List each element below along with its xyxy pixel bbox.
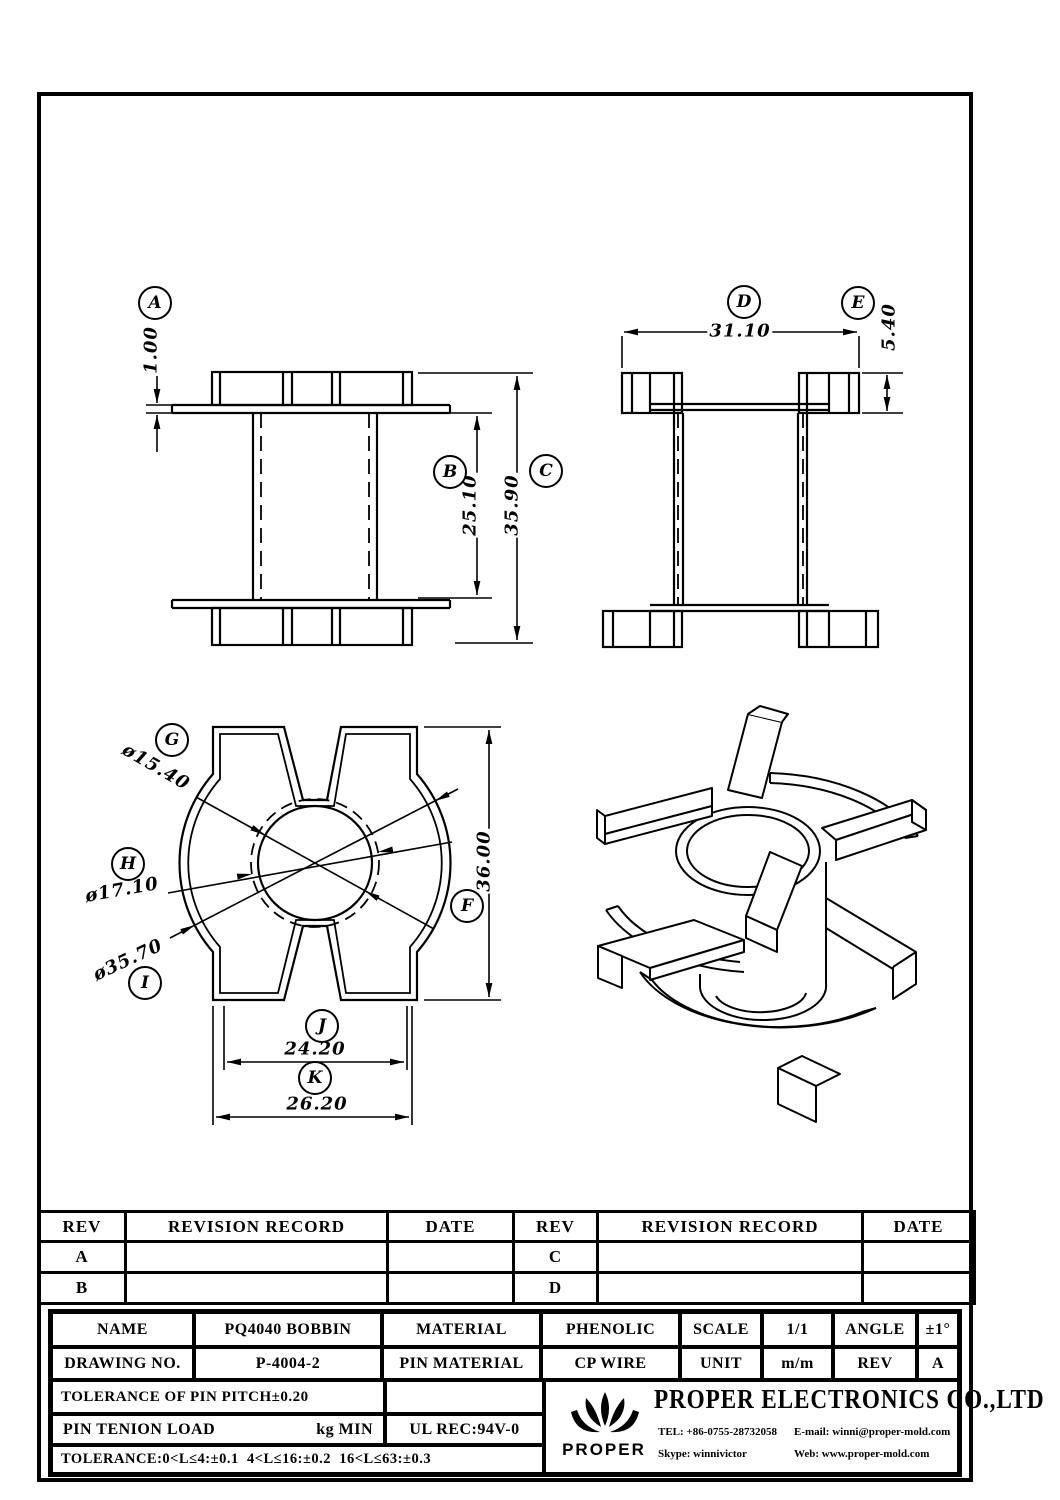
revision-record-header: REVISION RECORD bbox=[596, 1210, 864, 1243]
dim-text-31.10: 31.10 bbox=[707, 320, 773, 342]
pin-material-label: PIN MATERIAL bbox=[382, 1347, 541, 1380]
material-value: PHENOLIC bbox=[541, 1312, 680, 1347]
company-block: PROPER PROPER ELECTRONICS CO.,LTD TEL: +… bbox=[544, 1380, 1044, 1474]
rev-letter: A bbox=[37, 1240, 127, 1274]
ul-rec-value: UL REC:94V-0 bbox=[385, 1414, 544, 1445]
rev-letter: C bbox=[512, 1240, 599, 1274]
rev-header: REV bbox=[512, 1210, 599, 1243]
title-block: NAME PQ4040 BOBBIN MATERIAL PHENOLIC SCA… bbox=[48, 1309, 1044, 1477]
rev-value: A bbox=[917, 1347, 959, 1380]
revision-record-header: REVISION RECORD bbox=[124, 1210, 389, 1243]
date-header: DATE bbox=[861, 1210, 976, 1243]
dim-text-26.20: 26.20 bbox=[284, 1093, 350, 1115]
drawing-border-frame bbox=[37, 92, 973, 1482]
company-tel: TEL: +86-0755-28732058 bbox=[658, 1426, 778, 1438]
rev-letter: B bbox=[37, 1271, 127, 1305]
angle-value: ±1° bbox=[917, 1312, 959, 1347]
balloon-label-f: F bbox=[450, 889, 484, 923]
material-label: MATERIAL bbox=[382, 1312, 541, 1347]
revision-row-b-d: B D bbox=[37, 1271, 976, 1305]
balloon-label-k: K bbox=[298, 1061, 332, 1095]
revision-table: REV REVISION RECORD DATE REV REVISION RE… bbox=[37, 1210, 976, 1305]
balloon-label-i: I bbox=[128, 966, 162, 1000]
balloon-label-c: C bbox=[529, 454, 563, 488]
balloon-label-d: D bbox=[727, 285, 761, 319]
name-label: NAME bbox=[51, 1312, 194, 1347]
date-cell bbox=[861, 1240, 976, 1274]
unit-value: m/m bbox=[762, 1347, 833, 1380]
rev-header: REV bbox=[37, 1210, 127, 1243]
balloon-label-e: E bbox=[841, 286, 875, 320]
company-name: PROPER ELECTRONICS CO.,LTD bbox=[654, 1384, 1045, 1414]
balloon-label-a: A bbox=[138, 286, 172, 320]
balloon-label-j: J bbox=[305, 1009, 339, 1043]
date-header: DATE bbox=[386, 1210, 515, 1243]
scale-label: SCALE bbox=[680, 1312, 762, 1347]
rev-letter: D bbox=[512, 1271, 599, 1305]
projection-symbol-cell bbox=[385, 1380, 544, 1414]
revision-record-cell bbox=[124, 1240, 389, 1274]
proper-lotus-logo-icon bbox=[571, 1392, 639, 1433]
dim-text-1.00: 1.00 bbox=[140, 324, 162, 376]
company-web: Web: www.proper-mold.com bbox=[794, 1448, 930, 1460]
date-cell bbox=[861, 1271, 976, 1305]
pin-tension-label: PIN TENION LOAD bbox=[63, 1420, 216, 1438]
dim-text-35.90: 35.90 bbox=[501, 472, 523, 538]
drawing-no-value: P-4004-2 bbox=[194, 1347, 382, 1380]
part-name-value: PQ4040 BOBBIN bbox=[194, 1312, 382, 1347]
balloon-label-g: G bbox=[155, 723, 189, 757]
balloon-label-h: H bbox=[111, 847, 145, 881]
rev-label: REV bbox=[833, 1347, 917, 1380]
pin-pitch-tolerance: TOLERANCE OF PIN PITCH±0.20 bbox=[51, 1380, 385, 1414]
company-email: E-mail: winni@proper-mold.com bbox=[794, 1426, 951, 1438]
dim-text-5.40: 5.40 bbox=[878, 301, 900, 353]
revision-record-cell bbox=[596, 1240, 864, 1274]
dim-text-24.20: 24.20 bbox=[282, 1038, 348, 1060]
pin-material-value: CP WIRE bbox=[541, 1347, 680, 1380]
revision-table-header-row: REV REVISION RECORD DATE REV REVISION RE… bbox=[37, 1210, 976, 1243]
revision-record-cell bbox=[596, 1271, 864, 1305]
date-cell bbox=[386, 1271, 515, 1305]
balloon-label-b: B bbox=[433, 455, 467, 489]
dim-text-36.00: 36.00 bbox=[473, 828, 495, 894]
pin-tension-unit: kg MIN bbox=[316, 1420, 373, 1438]
pin-tension-load-cell: PIN TENION LOAD kg MIN bbox=[51, 1414, 385, 1445]
date-cell bbox=[386, 1240, 515, 1274]
length-tolerance: TOLERANCE:0<L≤4:±0.1 4<L≤16:±0.2 16<L≤63… bbox=[51, 1445, 544, 1474]
scale-value: 1/1 bbox=[762, 1312, 833, 1347]
unit-label: UNIT bbox=[680, 1347, 762, 1380]
drawing-no-label: DRAWING NO. bbox=[51, 1347, 194, 1380]
proper-wordmark: PROPER bbox=[562, 1440, 646, 1459]
angle-label: ANGLE bbox=[833, 1312, 917, 1347]
revision-row-a-c: A C bbox=[37, 1240, 976, 1274]
revision-record-cell bbox=[124, 1271, 389, 1305]
company-skype: Skype: winnivictor bbox=[658, 1448, 747, 1460]
